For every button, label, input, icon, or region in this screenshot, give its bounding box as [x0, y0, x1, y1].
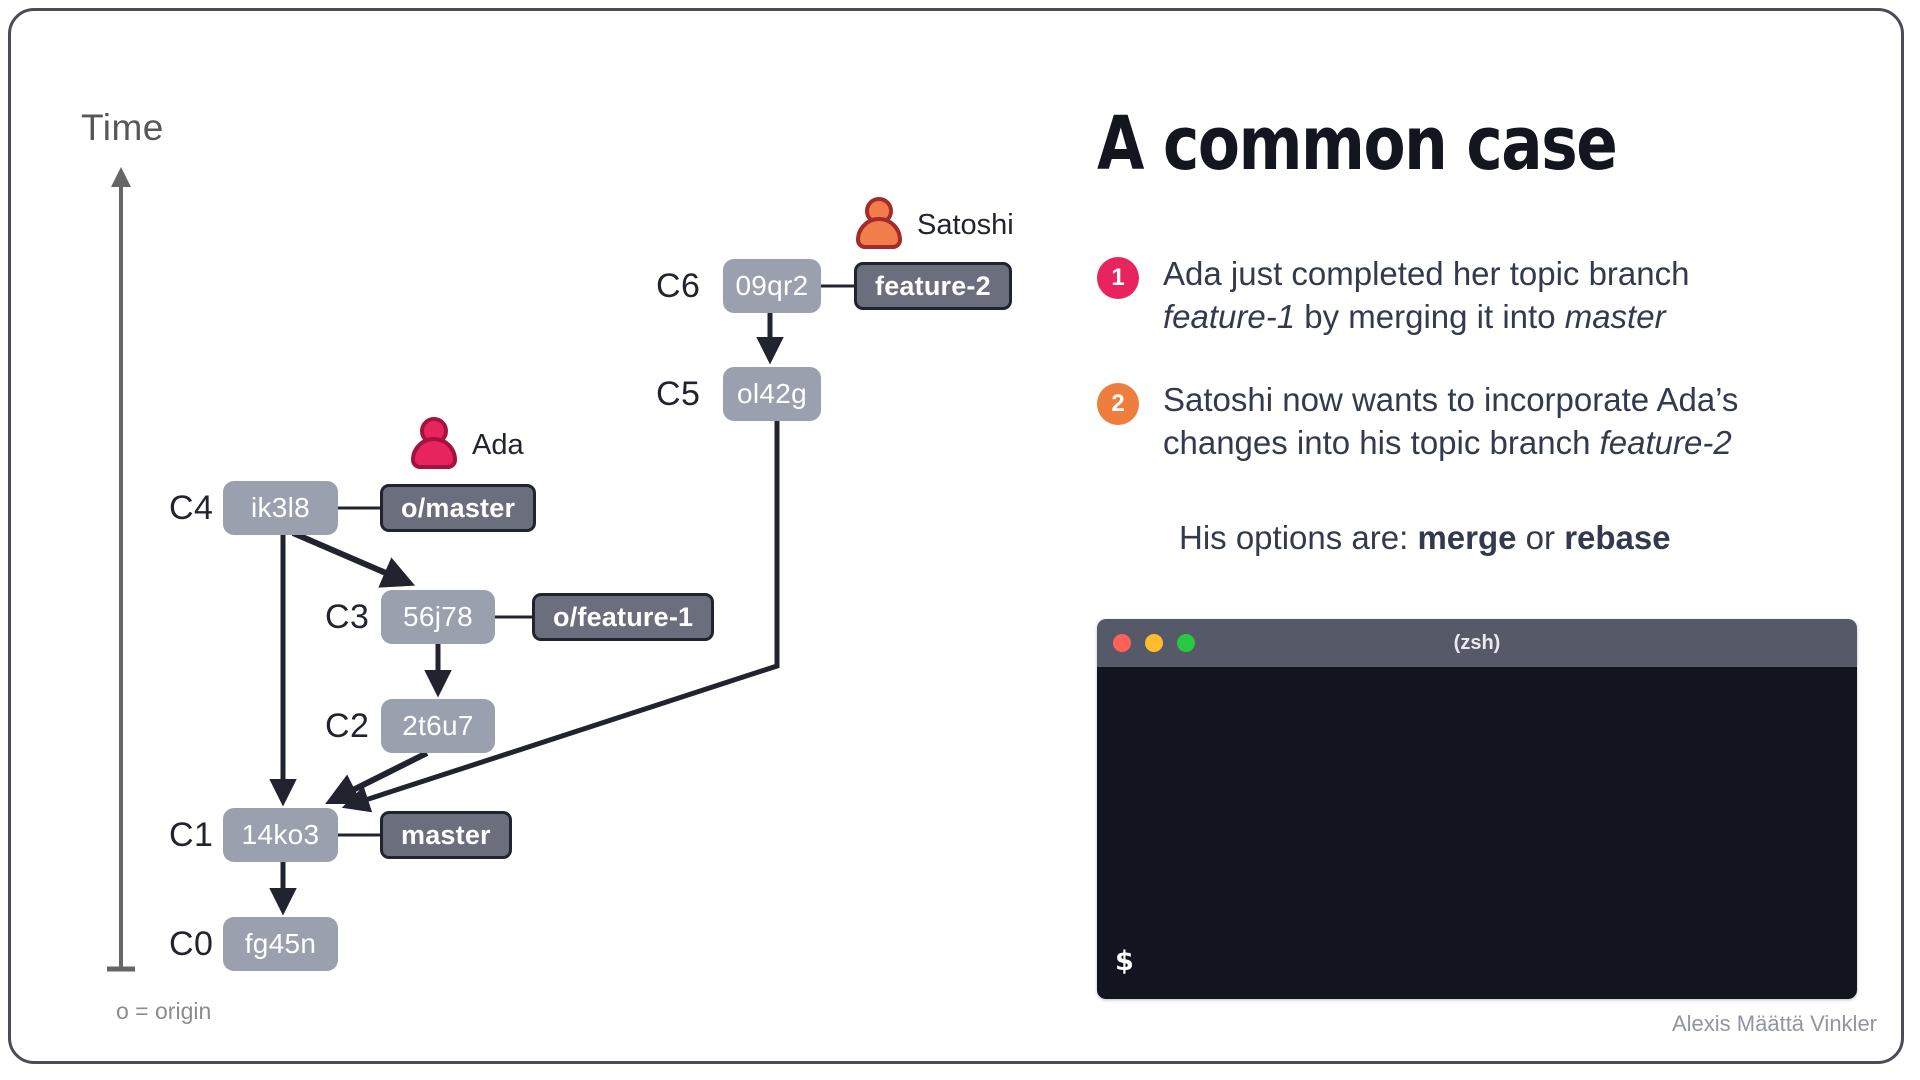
graph-edges-svg	[107, 167, 854, 972]
terminal-title: (zsh)	[1453, 631, 1501, 654]
maximize-icon[interactable]	[1177, 634, 1195, 652]
avatar-body-icon	[411, 437, 457, 469]
branch-badge-master[interactable]: master	[380, 811, 512, 859]
options-line: His options are: merge or rebase	[1179, 519, 1671, 557]
commit-label-c3: C3	[325, 598, 370, 636]
commit-label-c0: C0	[169, 925, 214, 963]
close-icon[interactable]	[1113, 634, 1131, 652]
terminal-title-bar[interactable]: (zsh)	[1097, 619, 1857, 667]
commit-label-c6: C6	[656, 267, 701, 305]
page-title: A common case	[1097, 101, 1618, 187]
option-merge: merge	[1417, 519, 1517, 556]
commit-label-c4: C4	[169, 489, 214, 527]
step-1-emph-feature-1: feature-1	[1163, 297, 1296, 335]
commit-node-ik3l8[interactable]: ik3l8	[223, 481, 338, 535]
commit-label-c2: C2	[325, 707, 370, 745]
branch-badge-feature-2[interactable]: feature-2	[854, 262, 1012, 310]
step-badge-1: 1	[1097, 257, 1139, 299]
step-text-1: Ada just completed her topic branch feat…	[1163, 253, 1689, 339]
step-text-2: Satoshi now wants to incorporate Ada’s c…	[1163, 379, 1738, 465]
avatar-satoshi	[856, 197, 902, 249]
window-controls	[1113, 634, 1195, 652]
commit-node-14ko3[interactable]: 14ko3	[223, 808, 338, 862]
origin-legend: o = origin	[116, 998, 212, 1024]
commit-node-09qr2[interactable]: 09qr2	[723, 259, 821, 313]
avatar-label-ada: Ada	[472, 429, 524, 461]
branch-badge-o-feature-1[interactable]: o/feature-1	[532, 593, 715, 641]
step-1-line-1: Ada just completed her topic branch	[1163, 255, 1690, 292]
terminal-body[interactable]: $	[1097, 667, 1857, 999]
step-badge-2: 2	[1097, 383, 1139, 425]
explanation-panel: A common case 1 Ada just completed her t…	[1071, 11, 1901, 1061]
time-axis-label: Time	[81, 107, 164, 148]
step-2-line-2-pre: changes into his topic branch	[1163, 423, 1600, 461]
slide-card: Time	[8, 8, 1904, 1064]
commit-node-56j78[interactable]: 56j78	[381, 590, 495, 644]
avatar-ada	[411, 417, 457, 469]
step-2-emph-feature-2: feature-2	[1599, 423, 1732, 461]
avatar-label-satoshi: Satoshi	[917, 209, 1014, 241]
minimize-icon[interactable]	[1145, 634, 1163, 652]
step-1-emph-master: master	[1564, 297, 1666, 335]
step-2-line-1: Satoshi now wants to incorporate Ada’s	[1163, 381, 1739, 418]
author-credit: Alexis Määttä Vinkler	[1671, 1011, 1877, 1036]
terminal-prompt: $	[1115, 946, 1134, 977]
commit-node-fg45n[interactable]: fg45n	[223, 917, 338, 971]
option-rebase: rebase	[1564, 519, 1671, 556]
commit-node-2t6u7[interactable]: 2t6u7	[381, 699, 495, 753]
commit-label-c1: C1	[169, 816, 214, 854]
avatar-body-icon	[856, 217, 902, 249]
list-item: 2 Satoshi now wants to incorporate Ada’s…	[1097, 379, 1897, 465]
commit-label-c5: C5	[656, 375, 701, 413]
list-item: 1 Ada just completed her topic branch fe…	[1097, 253, 1897, 339]
branch-badge-o-master[interactable]: o/master	[380, 484, 537, 532]
step-1-line-2-mid: by merging it into	[1295, 297, 1565, 335]
options-conjunction: or	[1516, 519, 1565, 556]
commit-graph: Time	[11, 11, 1061, 1061]
commit-node-ol42g[interactable]: ol42g	[723, 367, 821, 421]
options-prefix: His options are:	[1179, 519, 1418, 556]
terminal-window[interactable]: (zsh) $	[1097, 619, 1857, 999]
